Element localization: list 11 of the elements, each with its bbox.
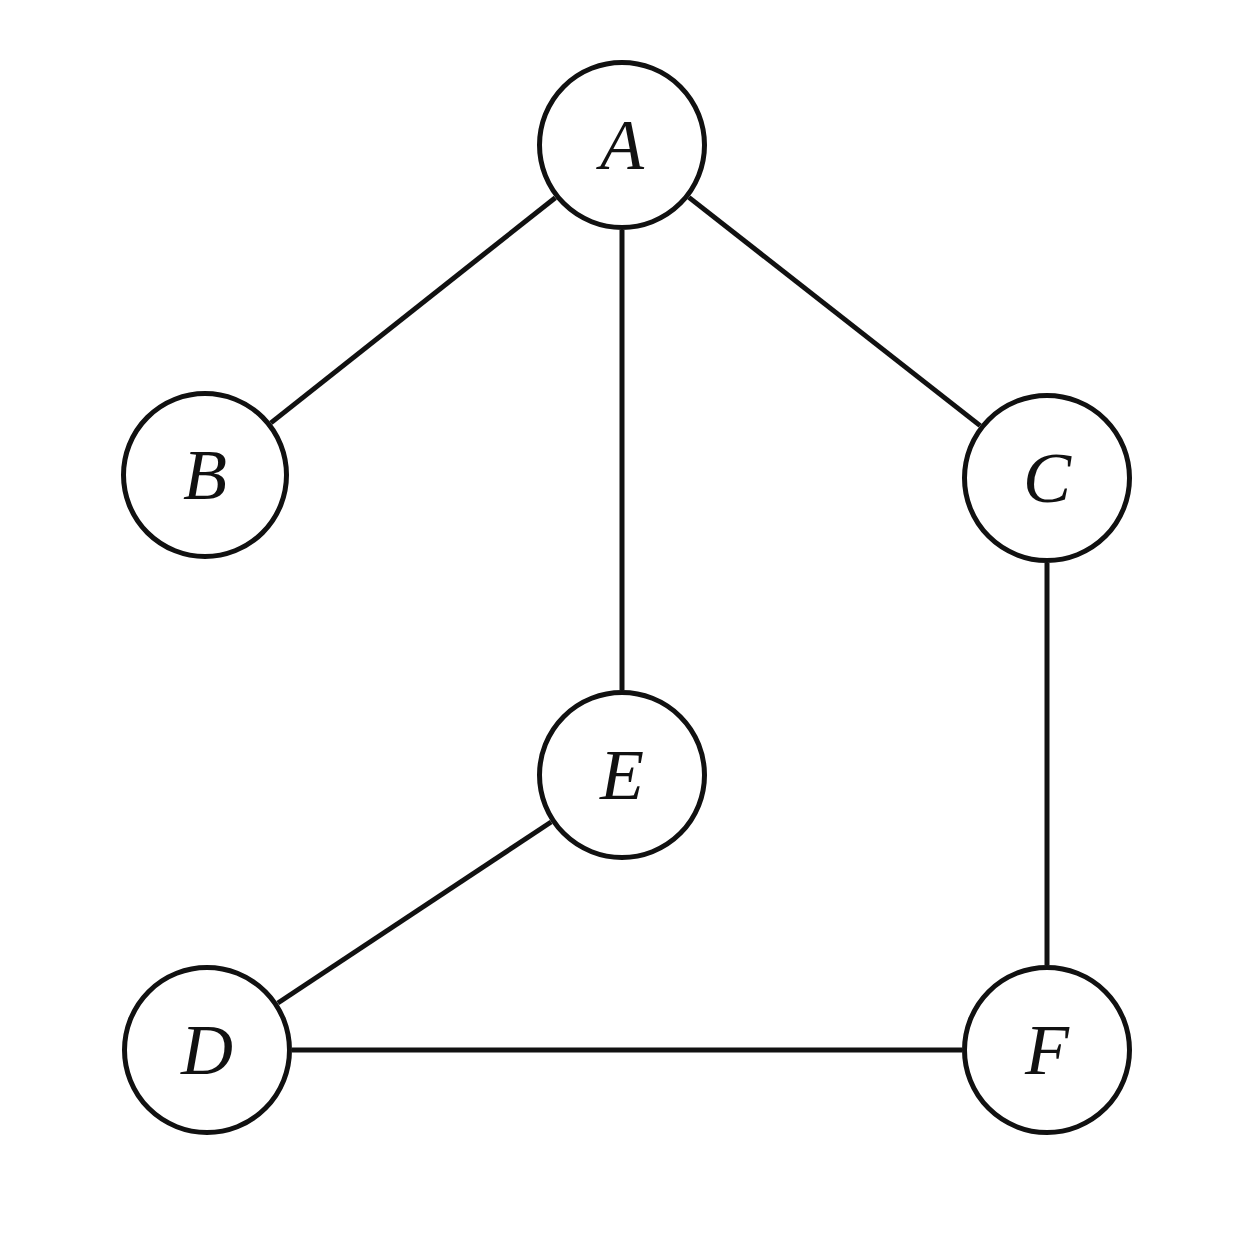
edge-line bbox=[276, 819, 553, 1006]
edge-line bbox=[687, 195, 982, 428]
edge-line bbox=[292, 1047, 962, 1053]
edge-line bbox=[269, 195, 557, 425]
vertex-label: B bbox=[183, 439, 227, 511]
vertex-label: F bbox=[1025, 1014, 1069, 1086]
vertex-label: D bbox=[181, 1014, 233, 1086]
edge-line bbox=[619, 230, 625, 690]
edge-line bbox=[1044, 563, 1050, 965]
vertex-label: E bbox=[600, 739, 644, 811]
vertex-label: C bbox=[1023, 442, 1071, 514]
